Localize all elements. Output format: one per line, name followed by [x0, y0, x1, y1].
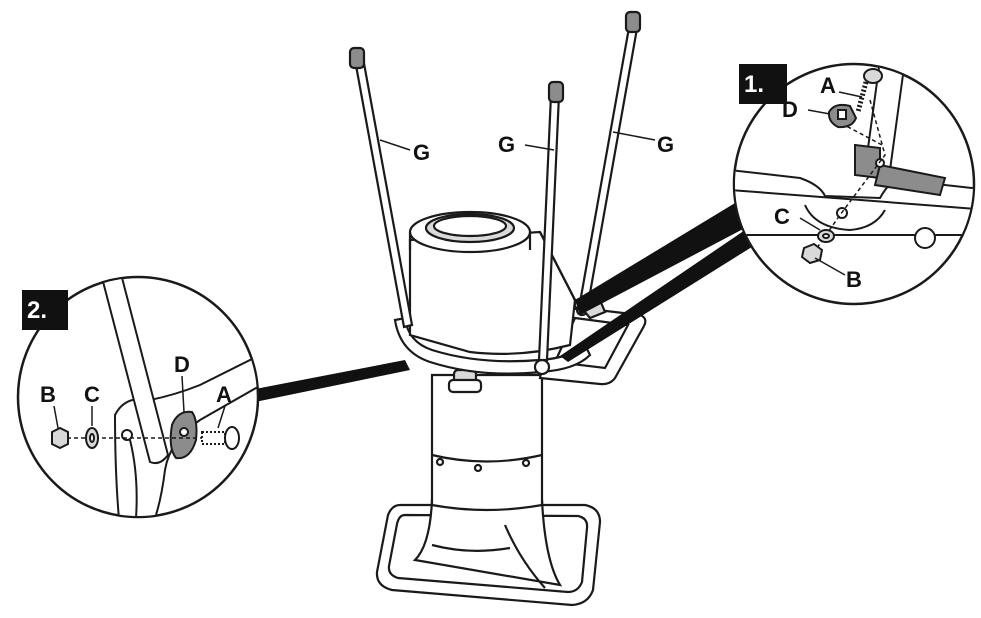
- drum-housing: [408, 210, 577, 355]
- label-d-callout-1: D: [782, 97, 798, 122]
- label-c-callout-1: C: [774, 204, 790, 229]
- g-leader-lines: [379, 131, 656, 151]
- label-a-callout-2: A: [216, 382, 232, 407]
- label-a-callout-1: A: [820, 73, 836, 98]
- label-g-right-rod: G: [657, 132, 674, 157]
- step-1-number: 1.: [744, 71, 764, 98]
- step-1-badge: [739, 64, 787, 104]
- callout-2-connector: [250, 360, 410, 402]
- step-2-number: 2.: [27, 297, 47, 324]
- callout-1: 1. A D C B: [560, 62, 976, 362]
- stand-column: [412, 368, 563, 589]
- step-2-badge: [22, 290, 68, 330]
- label-g-left-rod: G: [413, 140, 430, 165]
- label-b-callout-2: B: [40, 382, 56, 407]
- label-d-callout-2: D: [174, 352, 190, 377]
- label-g-middle-rod: G: [498, 132, 515, 157]
- label-c-callout-2: C: [84, 382, 100, 407]
- callout-1-circle: [732, 62, 976, 306]
- callout-2: 2. B C D A: [16, 275, 410, 519]
- callout-1-connector: [575, 200, 745, 315]
- label-b-callout-1: B: [846, 267, 862, 292]
